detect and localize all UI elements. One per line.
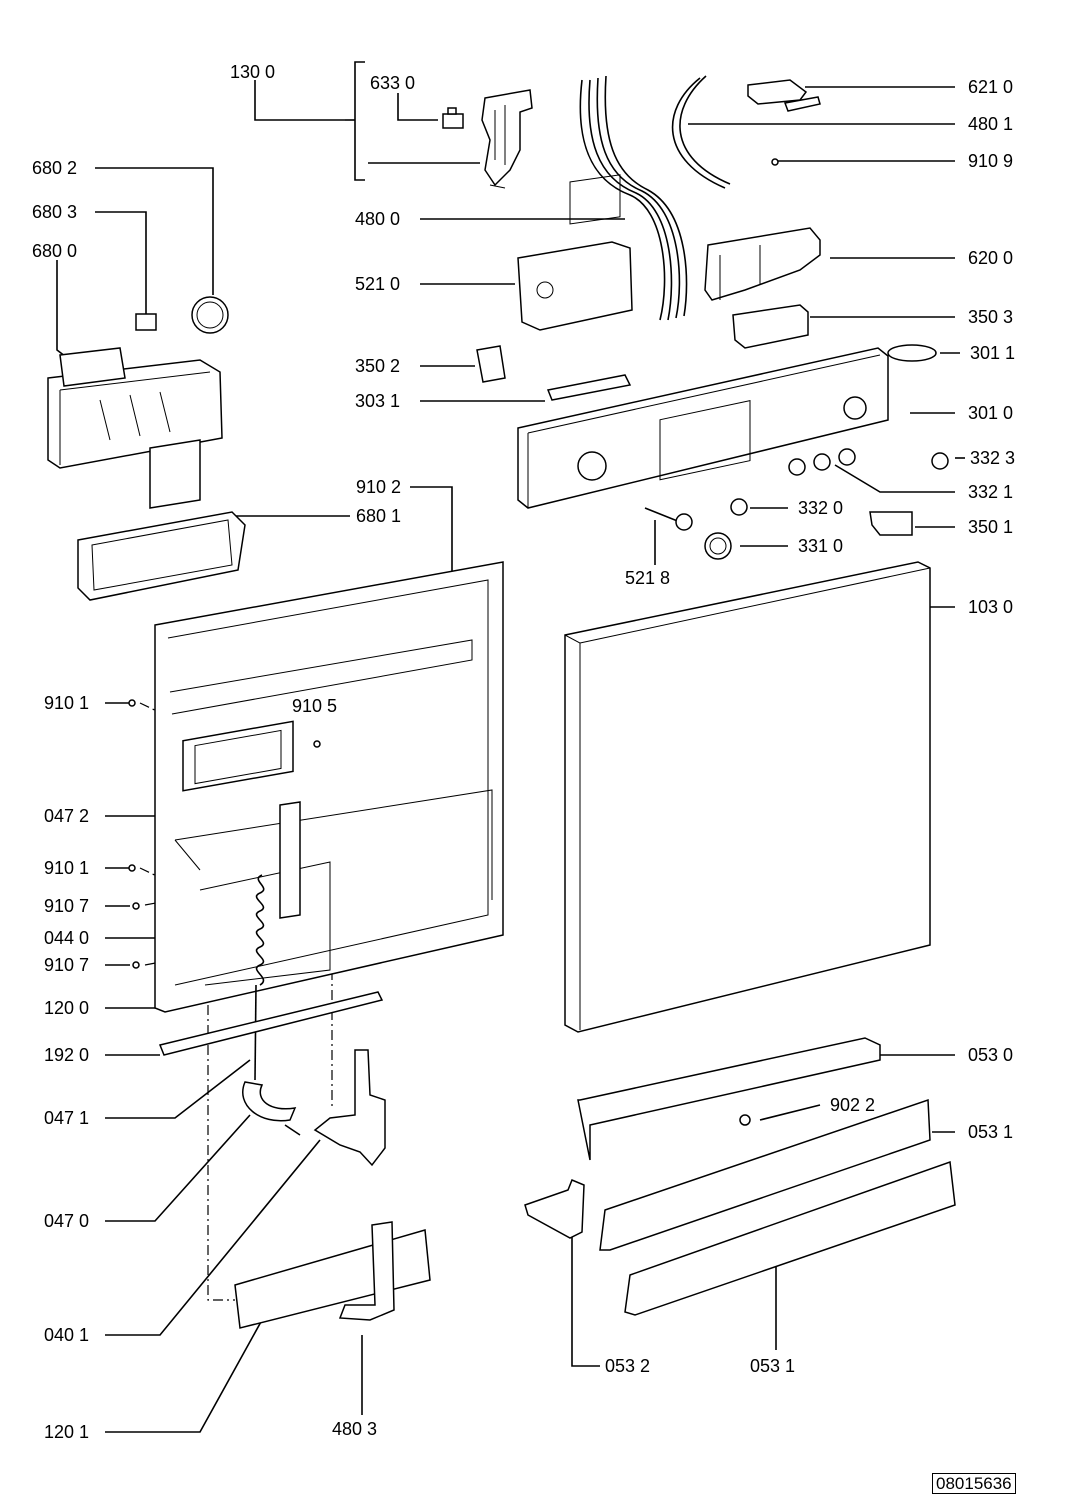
part-680-2-ring — [191, 296, 229, 334]
part-633-0-microswitch — [442, 107, 464, 129]
part-350-2-switch — [476, 345, 506, 383]
part-680-0-dispenser — [47, 347, 223, 509]
label-332-0: 332 0 — [798, 498, 843, 518]
label-680-1: 680 1 — [356, 506, 401, 526]
part-910-9-screw — [771, 158, 779, 166]
part-332-1-knob-c — [838, 448, 856, 466]
label-047-2: 047 2 — [44, 806, 89, 826]
part-040-1-hinge-bracket — [313, 1049, 386, 1167]
label-521-8: 521 8 — [625, 568, 670, 588]
label-680-0: 680 0 — [32, 241, 77, 261]
part-350-1-clip — [869, 511, 913, 536]
label-621-0: 621 0 — [968, 77, 1013, 97]
part-053-1-panel-a — [599, 1098, 931, 1251]
part-192-0-seal-strip — [158, 991, 384, 1056]
part-910-7-screw-a — [132, 902, 140, 910]
part-332-0-knob — [730, 498, 748, 516]
leader-lines — [56, 61, 965, 1433]
label-192-0: 192 0 — [44, 1045, 89, 1065]
label-053-1-a: 053 1 — [968, 1122, 1013, 1142]
label-902-2: 902 2 — [830, 1095, 875, 1115]
label-910-5: 910 5 — [292, 696, 337, 716]
part-301-1-badge — [887, 344, 937, 362]
part-332-3-knob — [931, 452, 949, 470]
part-044-0-spring — [255, 874, 265, 986]
label-910-1-a: 910 1 — [44, 693, 89, 713]
part-480-1-cable — [671, 75, 731, 189]
part-120-1-rail — [234, 1221, 431, 1329]
part-521-8-sensor — [644, 507, 693, 531]
label-480-3: 480 3 — [332, 1419, 377, 1439]
label-910-2: 910 2 — [356, 477, 401, 497]
label-620-0: 620 0 — [968, 248, 1013, 268]
label-130-0: 130 0 — [230, 62, 275, 82]
parts — [47, 75, 956, 1329]
part-labels: 130 0 633 0 621 0 480 1 910 9 680 2 680 … — [32, 62, 1015, 1442]
part-303-1-button-strip — [546, 374, 632, 401]
label-332-1: 332 1 — [968, 482, 1013, 502]
label-301-0: 301 0 — [968, 403, 1013, 423]
part-301-0-control-panel — [517, 347, 889, 509]
part-910-5-screw — [313, 740, 321, 748]
label-047-0: 047 0 — [44, 1211, 89, 1231]
label-480-0: 480 0 — [355, 209, 400, 229]
part-680-3-clip — [135, 313, 157, 331]
label-910-7-a: 910 7 — [44, 896, 89, 916]
part-680-1-gasket — [77, 511, 246, 601]
part-331-0-knob-ring — [704, 532, 732, 560]
part-047-0-pulley — [242, 1081, 301, 1136]
part-902-2-clip — [739, 1114, 751, 1126]
label-331-0: 331 0 — [798, 536, 843, 556]
part-103-0-outer-door — [564, 561, 931, 1033]
part-910-1-screw-b — [128, 864, 136, 872]
part-620-0-bracket — [704, 227, 821, 301]
label-910-1-b: 910 1 — [44, 858, 89, 878]
label-680-3: 680 3 — [32, 202, 77, 222]
part-332-1-knob-a — [788, 458, 806, 476]
label-053-2: 053 2 — [605, 1356, 650, 1376]
label-633-0: 633 0 — [370, 73, 415, 93]
part-053-0-channel — [577, 1037, 881, 1161]
label-120-0: 120 0 — [44, 998, 89, 1018]
label-350-2: 350 2 — [355, 356, 400, 376]
label-047-1: 047 1 — [44, 1108, 89, 1128]
part-521-0-control-module — [517, 174, 633, 331]
label-910-9: 910 9 — [968, 151, 1013, 171]
label-680-2: 680 2 — [32, 158, 77, 178]
label-301-1: 301 1 — [970, 343, 1015, 363]
part-120-0-inner-door — [154, 561, 504, 1013]
label-120-1: 120 1 — [44, 1422, 89, 1442]
label-350-1: 350 1 — [968, 517, 1013, 537]
label-332-3: 332 3 — [970, 448, 1015, 468]
part-480-0-wire-harness — [579, 75, 688, 321]
label-303-1: 303 1 — [355, 391, 400, 411]
part-130-0-door-lock — [481, 89, 533, 189]
drawing-number: 08015636 — [932, 1473, 1016, 1494]
label-040-1: 040 1 — [44, 1325, 89, 1345]
label-350-3: 350 3 — [968, 307, 1013, 327]
part-053-1-panel-b — [624, 1160, 956, 1316]
label-053-0: 053 0 — [968, 1045, 1013, 1065]
label-480-1: 480 1 — [968, 114, 1013, 134]
label-053-1-b: 053 1 — [750, 1356, 795, 1376]
part-053-2-bracket — [524, 1179, 585, 1239]
label-103-0: 103 0 — [968, 597, 1013, 617]
part-910-1-screw-a — [128, 699, 136, 707]
part-350-3-switch-board — [732, 304, 809, 349]
part-621-0-connector — [747, 79, 821, 112]
label-044-0: 044 0 — [44, 928, 89, 948]
part-910-7-screw-b — [132, 961, 140, 969]
label-521-0: 521 0 — [355, 274, 400, 294]
label-910-7-b: 910 7 — [44, 955, 89, 975]
part-332-1-knob-b — [813, 453, 831, 471]
